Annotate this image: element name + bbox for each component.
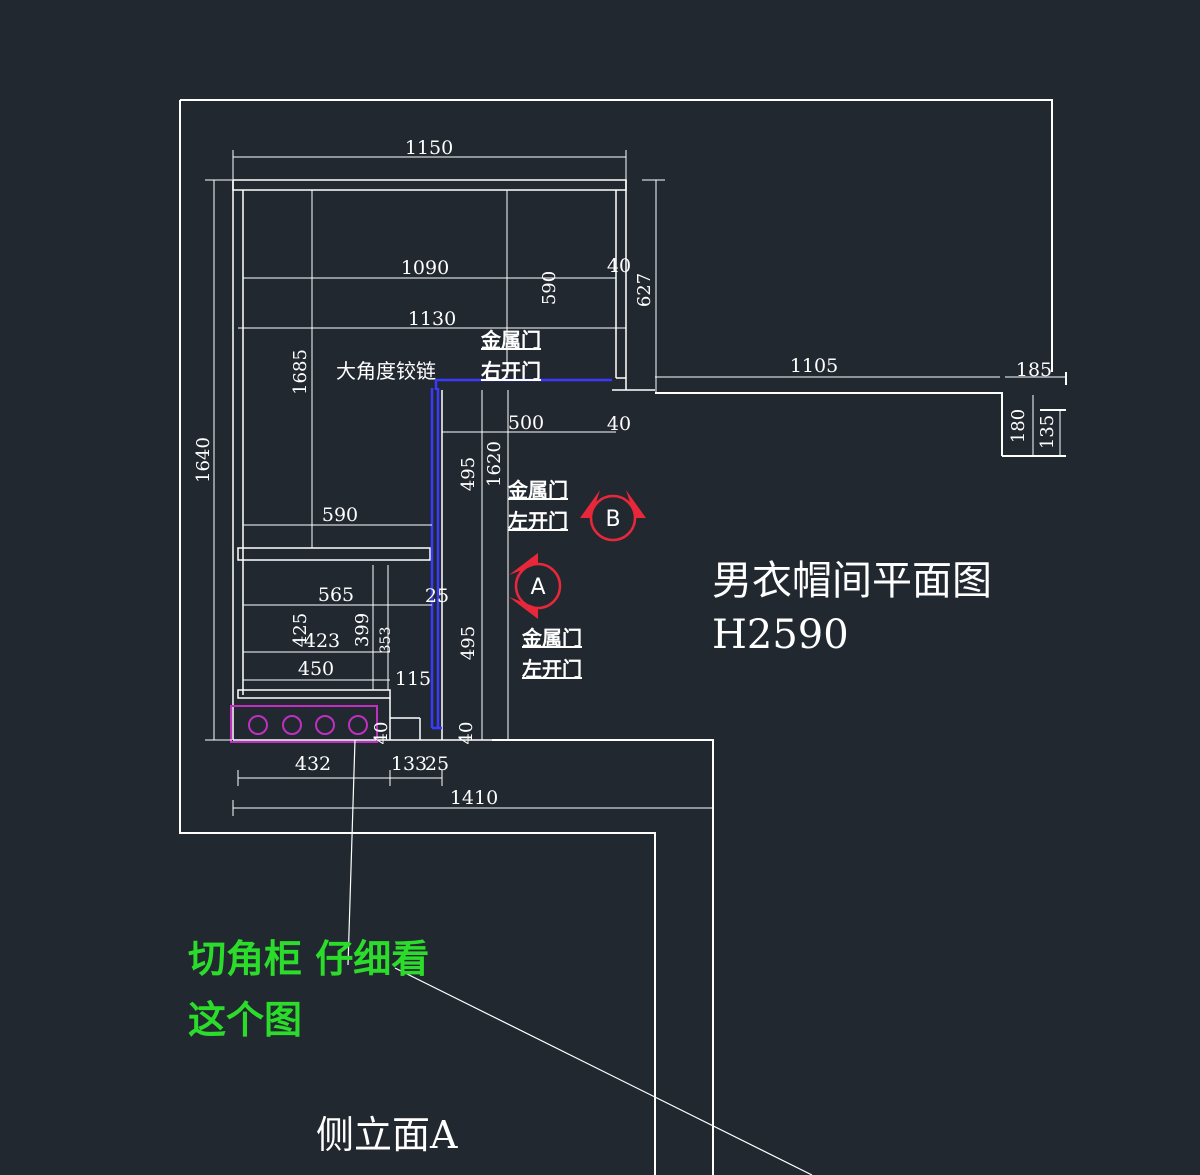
- door-top-line2: 右开门: [481, 359, 541, 383]
- dim-565: 565: [318, 584, 354, 606]
- dim-1105: 1105: [790, 355, 838, 377]
- door-mid-line1: 金属门: [507, 478, 568, 502]
- marker-b-label: B: [605, 507, 620, 532]
- dim-1090: 1090: [401, 257, 449, 279]
- door-low-line2: 左开门: [522, 657, 582, 681]
- dim-40-mid: 40: [607, 413, 631, 435]
- dim-1150: 1150: [405, 137, 453, 159]
- section-marker-a: [509, 553, 562, 619]
- dim-495-upper: 495: [458, 457, 479, 491]
- dim-1685: 1685: [290, 349, 311, 395]
- dim-495-lower: 495: [458, 626, 479, 660]
- dim-135: 135: [1037, 415, 1058, 449]
- note-green-line2: 这个图: [188, 998, 302, 1042]
- dim-40-cabinet: 40: [371, 722, 392, 745]
- note-green-line1: 切角柜 仔细看: [188, 937, 429, 981]
- hinge-label: 大角度铰链: [336, 359, 436, 383]
- leader-lines: [347, 739, 813, 1175]
- dim-133: 133: [391, 753, 427, 775]
- marker-a-label: A: [530, 575, 545, 600]
- room-outline: [179, 99, 1067, 1175]
- door-mid-line2: 左开门: [508, 509, 568, 533]
- dim-450: 450: [298, 658, 334, 680]
- dim-627: 627: [634, 273, 655, 307]
- dim-590-vertical: 590: [539, 271, 560, 305]
- section-marker-b: [580, 490, 646, 542]
- dim-1410: 1410: [450, 787, 498, 809]
- dim-399: 399: [352, 613, 373, 647]
- dim-432: 432: [295, 753, 331, 775]
- dimension-lines: [205, 150, 1066, 816]
- door-lines: [430, 378, 612, 730]
- door-top-line1: 金属门: [480, 328, 541, 352]
- dimension-labels: 1150 1090 1130 590 40 627 1105 185 180 1…: [193, 137, 1058, 809]
- cut-corner-cabinet: [230, 705, 378, 743]
- dim-353: 353: [378, 627, 394, 654]
- dim-180: 180: [1008, 409, 1029, 443]
- dim-40-top: 40: [607, 255, 631, 277]
- height-label: H2590: [712, 612, 849, 658]
- dim-1130: 1130: [408, 308, 456, 330]
- dim-425: 425: [290, 613, 311, 647]
- dim-423: 423: [304, 630, 340, 652]
- dim-40-bottom: 40: [456, 722, 477, 745]
- door-low-line1: 金属门: [521, 626, 582, 650]
- dim-115: 115: [395, 668, 431, 690]
- wardrobe-frame: [232, 179, 655, 741]
- dim-25-bottom: 25: [425, 753, 449, 775]
- dim-500: 500: [508, 412, 544, 434]
- dim-1620: 1620: [484, 441, 505, 487]
- dim-25-mid: 25: [425, 585, 449, 607]
- plan-title: 男衣帽间平面图: [712, 558, 992, 604]
- side-elevation-label: 侧立面A: [316, 1113, 458, 1157]
- dim-1640: 1640: [193, 437, 214, 483]
- dim-590: 590: [322, 504, 358, 526]
- dim-185: 185: [1016, 359, 1052, 381]
